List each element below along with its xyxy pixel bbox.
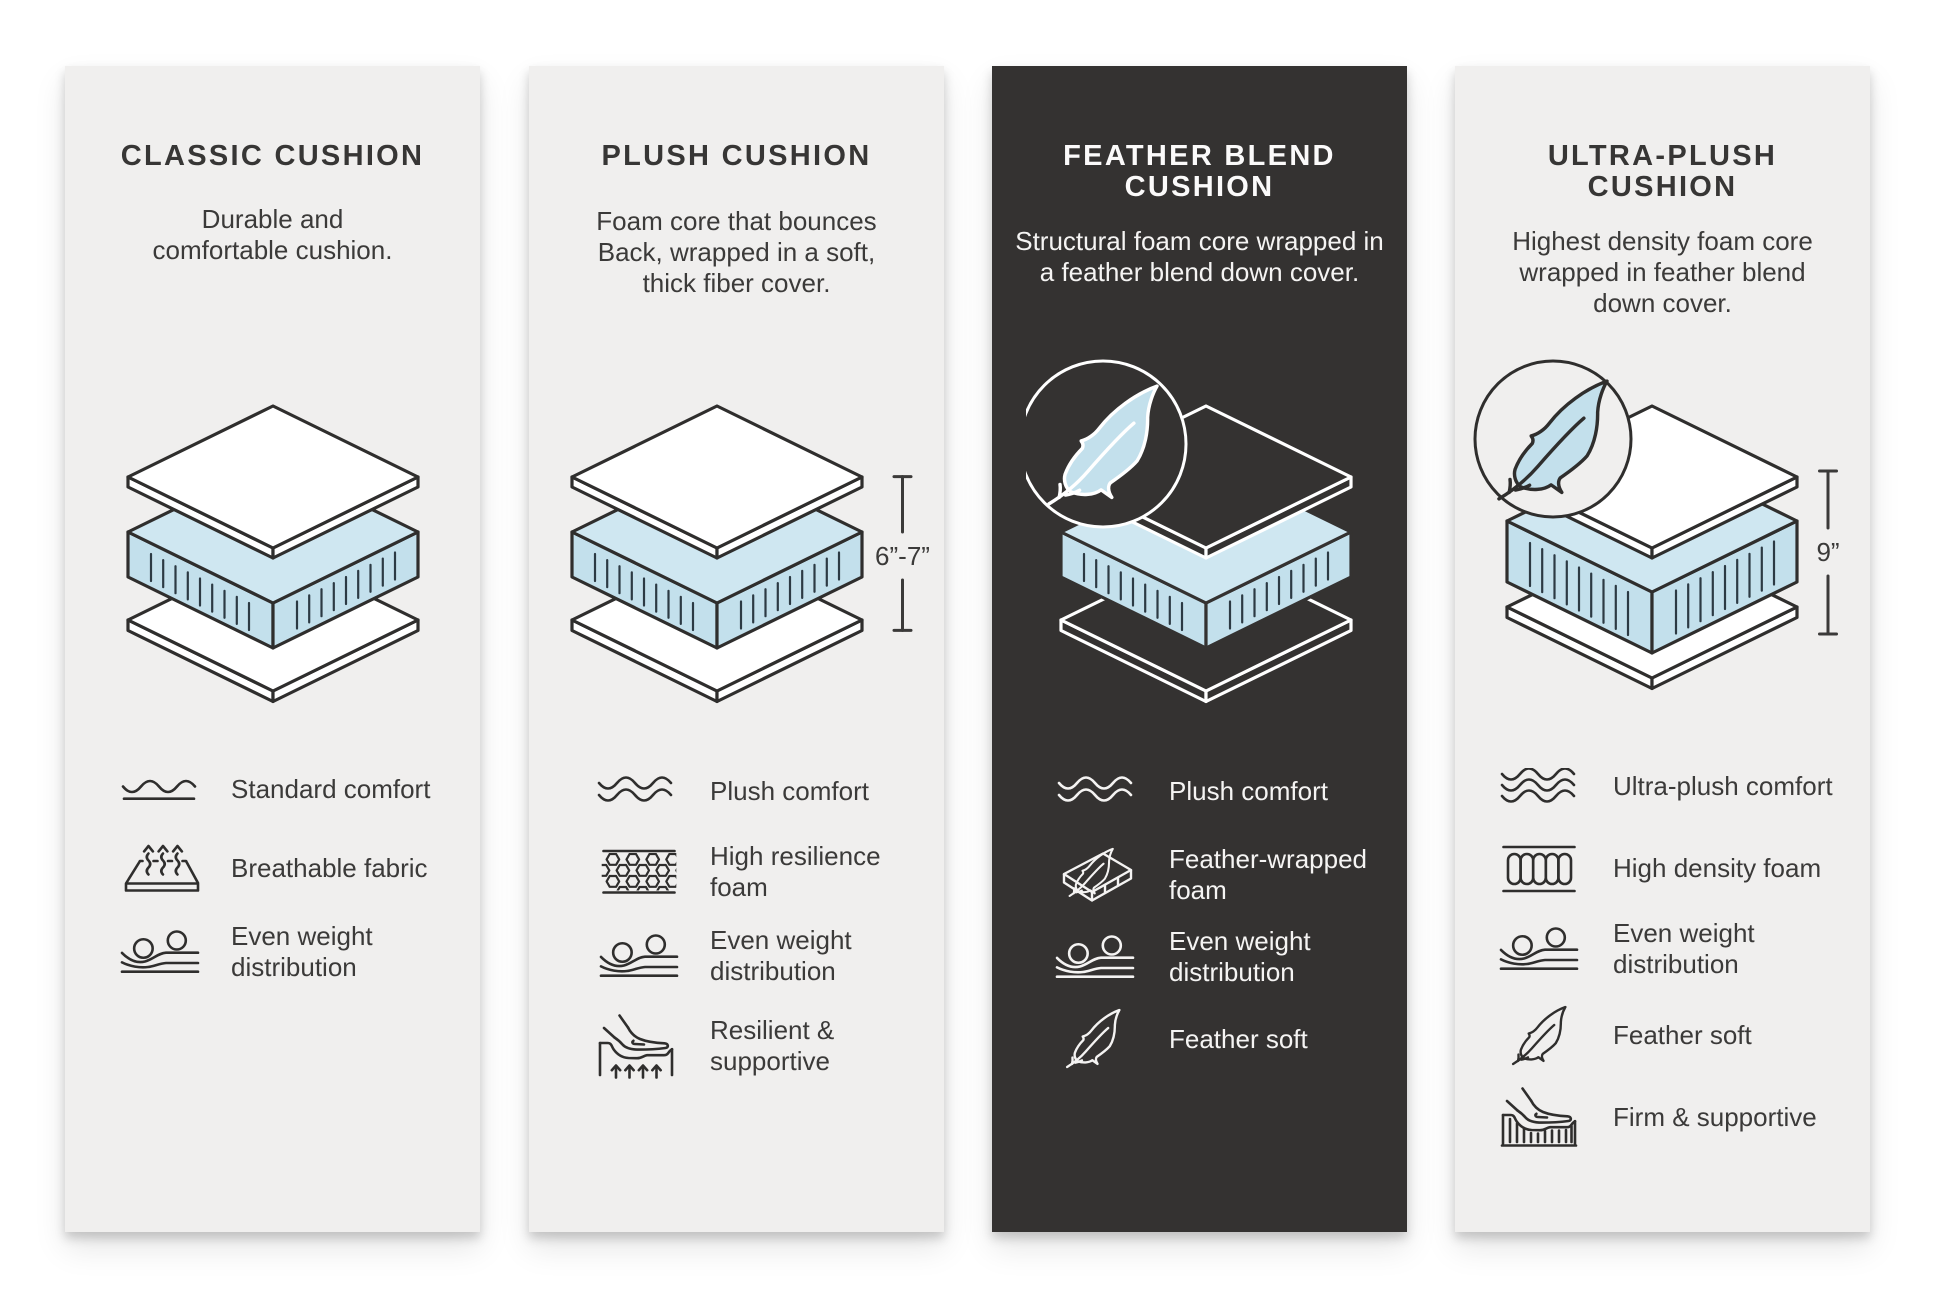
svg-text:9”: 9” (1816, 537, 1839, 567)
svg-text:6”-7”: 6”-7” (875, 541, 930, 571)
